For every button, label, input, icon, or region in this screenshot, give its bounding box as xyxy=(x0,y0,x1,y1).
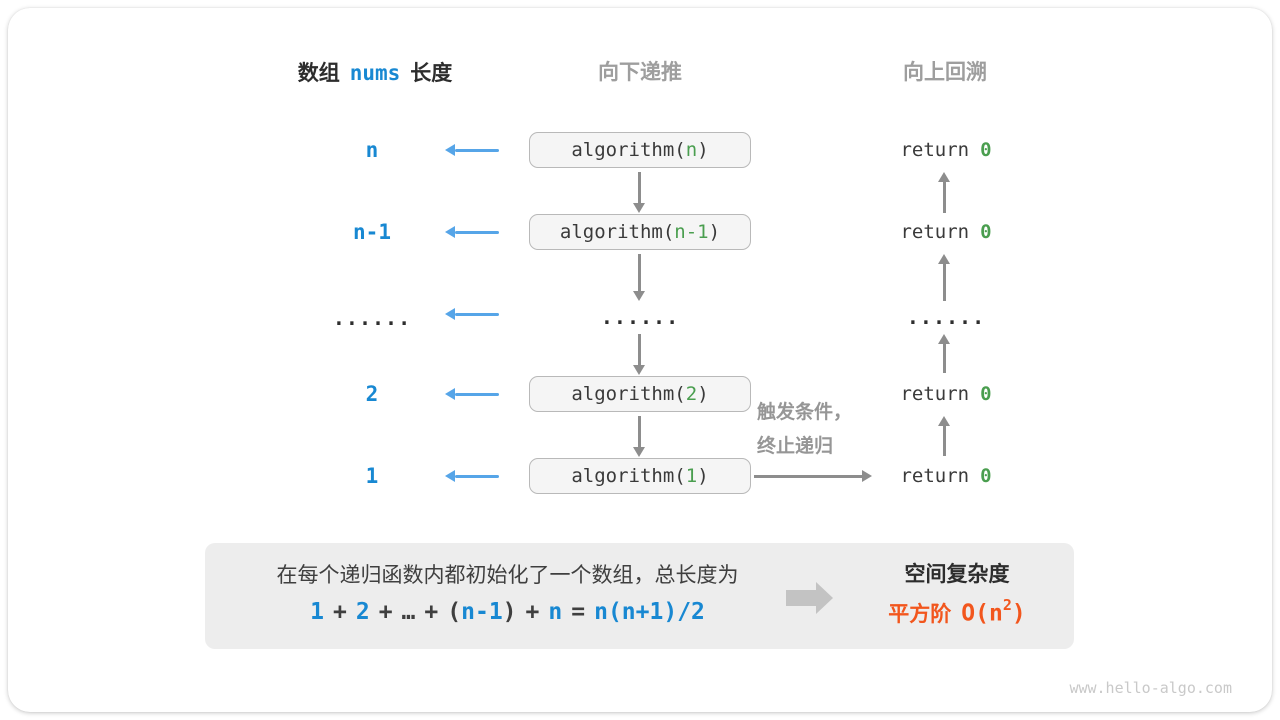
call-arg: n xyxy=(685,139,698,161)
up-arrow-icon xyxy=(938,334,950,373)
call-ellipsis: ...... xyxy=(600,305,680,329)
space-complexity-title: 空间复杂度 xyxy=(904,563,1010,586)
down-arrow-icon xyxy=(633,416,645,457)
big-o-exponent: 2 xyxy=(1002,596,1012,615)
formula-operator: + xyxy=(424,599,439,625)
formula-paren: ( xyxy=(447,599,462,625)
formula-term: 2 xyxy=(355,599,370,625)
summary-formula: 1 + 2 + … + (n-1) + n = n(n+1)/2 xyxy=(210,599,805,631)
call-arg: 1 xyxy=(685,465,698,487)
length-label-n: n xyxy=(365,138,379,162)
left-arrow-icon xyxy=(445,144,499,156)
call-text: ) xyxy=(697,139,709,161)
header-recurse-down: 向下递推 xyxy=(598,61,682,84)
header-array-post: 长度 xyxy=(410,62,453,85)
formula-operator: + xyxy=(378,599,393,625)
call-arg: n-1 xyxy=(674,221,709,243)
return-keyword: return xyxy=(900,221,970,243)
call-arg: 2 xyxy=(685,383,698,405)
formula-term: n xyxy=(548,599,563,625)
formula-paren-term: (n-1) xyxy=(447,599,516,625)
trigger-line2: 终止递归 xyxy=(757,436,834,457)
up-arrow-icon xyxy=(938,172,950,213)
call-text: ) xyxy=(708,221,721,243)
header-backtrack-up: 向上回溯 xyxy=(903,61,987,84)
length-label-n-1: n-1 xyxy=(353,220,391,244)
return-label: return 0 xyxy=(891,219,1001,246)
call-text: algorithm( xyxy=(571,465,686,487)
implies-arrow-icon xyxy=(786,582,833,614)
formula-ellipsis: … xyxy=(401,599,416,625)
call-box-algorithm-1: algorithm(1) xyxy=(529,458,751,494)
return-value: 0 xyxy=(980,139,992,161)
call-box-algorithm-n-1: algorithm(n-1) xyxy=(529,214,751,250)
return-label: return 0 xyxy=(891,381,1001,408)
return-label: return 0 xyxy=(891,137,1001,164)
formula-term: n-1 xyxy=(461,599,503,625)
return-keyword: return xyxy=(900,139,970,161)
formula-operator: + xyxy=(332,599,347,625)
header-array-length: 数组 nums 长度 xyxy=(250,59,500,87)
formula-term: 1 xyxy=(310,599,324,625)
length-label-2: 2 xyxy=(365,382,379,406)
call-text: ) xyxy=(697,383,709,405)
up-arrow-icon xyxy=(938,416,950,456)
formula-operator: + xyxy=(525,599,540,625)
space-complexity-result: 平方阶 O(n2) xyxy=(867,596,1047,632)
summary-description: 在每个递归函数内都初始化了一个数组，总长度为 xyxy=(276,564,739,587)
call-text: algorithm( xyxy=(571,383,686,405)
return-value: 0 xyxy=(980,221,992,243)
formula-paren: ) xyxy=(502,599,517,625)
trigger-condition-label: 触发条件， 终止递归 xyxy=(757,396,877,464)
return-value: 0 xyxy=(980,465,992,487)
formula-equals: = xyxy=(571,599,586,625)
big-o-post: ) xyxy=(1011,601,1026,627)
down-arrow-icon xyxy=(633,334,645,375)
length-label-1: 1 xyxy=(365,464,379,488)
return-value: 0 xyxy=(980,383,992,405)
big-o-notation: O(n2) xyxy=(961,596,1026,627)
length-label-ellipsis: ...... xyxy=(332,306,412,330)
call-box-algorithm-n: algorithm(n) xyxy=(529,132,751,168)
big-o-pre: O(n xyxy=(961,601,1003,627)
summary-box xyxy=(205,543,1074,649)
return-keyword: return xyxy=(900,465,970,487)
return-keyword: return xyxy=(900,383,970,405)
complexity-order-label: 平方阶 xyxy=(888,603,952,626)
formula-result: n(n+1)/2 xyxy=(594,599,705,625)
call-text: algorithm( xyxy=(571,139,686,161)
header-array-pre: 数组 xyxy=(297,62,340,85)
down-arrow-icon xyxy=(633,172,645,213)
left-arrow-icon xyxy=(445,308,499,320)
return-label: return 0 xyxy=(891,463,1001,490)
left-arrow-icon xyxy=(445,388,499,400)
call-text: ) xyxy=(697,465,709,487)
call-text: algorithm( xyxy=(559,221,675,243)
watermark: www.hello-algo.com xyxy=(1069,679,1232,697)
header-nums-code: nums xyxy=(349,61,401,85)
up-arrow-icon xyxy=(938,254,950,301)
down-arrow-icon xyxy=(633,254,645,301)
return-ellipsis: ...... xyxy=(906,305,986,329)
left-arrow-icon xyxy=(445,226,499,238)
terminate-arrow-icon xyxy=(754,470,872,482)
trigger-line1: 触发条件， xyxy=(757,402,853,423)
call-box-algorithm-2: algorithm(2) xyxy=(529,376,751,412)
left-arrow-icon xyxy=(445,470,499,482)
